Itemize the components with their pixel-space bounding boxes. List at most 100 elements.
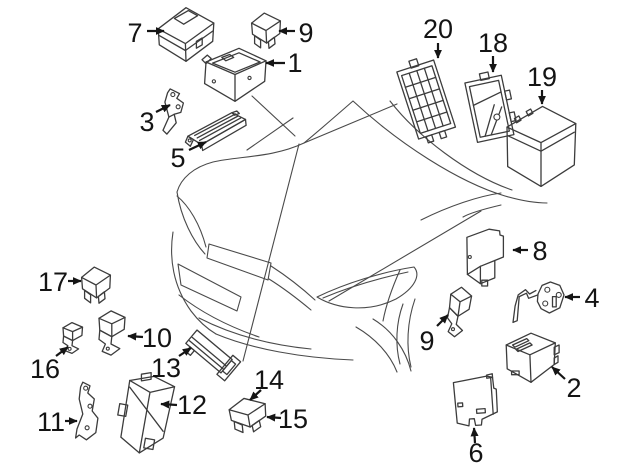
part-number-label-5[interactable]: 5 — [170, 143, 185, 173]
callout-5-4[interactable]: 5 — [170, 141, 207, 173]
part-number-label-17[interactable]: 17 — [38, 267, 68, 297]
part-20-icon[interactable] — [395, 54, 458, 145]
part-16-icon[interactable] — [62, 321, 84, 355]
headlamp-right — [316, 266, 418, 309]
part-10-icon[interactable] — [98, 310, 126, 356]
callout-17-13[interactable]: 17 — [38, 267, 82, 297]
part-17-icon[interactable] — [80, 266, 112, 304]
part-18-icon[interactable] — [464, 68, 519, 143]
callout-2-11[interactable]: 2 — [551, 366, 582, 403]
part-2-icon[interactable] — [505, 332, 560, 383]
callout-15-20[interactable]: 15 — [266, 404, 308, 434]
part-19-outline — [506, 122, 577, 188]
callout-18-6[interactable]: 18 — [478, 28, 508, 73]
part-12-icon[interactable] — [112, 368, 176, 457]
part-number-label-7[interactable]: 7 — [127, 18, 142, 48]
callout-9-10[interactable]: 9 — [419, 314, 449, 356]
part-5-icon[interactable] — [184, 110, 247, 152]
part-20-outline — [408, 72, 429, 132]
callout-12-18[interactable]: 12 — [160, 390, 207, 420]
part-number-label-11[interactable]: 11 — [37, 407, 65, 437]
part-16-outline — [62, 335, 80, 355]
part-7-outline — [158, 30, 214, 52]
part-10-outline — [98, 329, 121, 356]
part-7-outline — [157, 22, 215, 62]
wheel-arch-lower-a — [355, 326, 398, 373]
part-number-label-2[interactable]: 2 — [566, 373, 581, 403]
part-20-outline — [438, 129, 448, 140]
callout-20-5[interactable]: 20 — [423, 14, 453, 59]
part-3-icon[interactable] — [162, 88, 185, 135]
part-20-outline — [425, 134, 435, 144]
part-7-outline — [195, 37, 203, 49]
callout-16-14[interactable]: 16 — [30, 346, 69, 384]
part-number-label-8[interactable]: 8 — [532, 236, 547, 266]
part-number-label-12[interactable]: 12 — [177, 390, 207, 420]
part-19-icon[interactable] — [506, 105, 577, 188]
part-20-outline — [400, 65, 452, 134]
part-number-label-13[interactable]: 13 — [151, 353, 181, 383]
part-18-hole — [493, 113, 501, 121]
callout-arrow-16 — [55, 346, 69, 357]
callout-13-16[interactable]: 13 — [151, 347, 192, 383]
part-14-15-icon[interactable] — [228, 396, 268, 434]
part-number-label-3[interactable]: 3 — [139, 107, 154, 137]
part-20-outline — [404, 76, 437, 88]
hood-left-edge — [176, 142, 305, 193]
callout-10-15[interactable]: 10 — [127, 323, 172, 353]
cowl-windshield-line — [303, 100, 548, 204]
part-12-outline — [120, 375, 176, 454]
part-4-hole — [542, 300, 549, 307]
callout-1-2[interactable]: 1 — [265, 48, 303, 78]
part-1-outline — [211, 52, 261, 73]
part-11-icon[interactable] — [74, 381, 99, 441]
part-1-outline — [205, 60, 267, 102]
part-6-icon[interactable] — [452, 373, 499, 427]
wheel-arch-lower-b — [372, 318, 412, 372]
part-1-outline — [203, 47, 267, 102]
callout-arrow-3 — [155, 104, 171, 113]
part-number-label-10[interactable]: 10 — [142, 323, 172, 353]
callout-8-8[interactable]: 8 — [512, 236, 548, 266]
part-number-label-6[interactable]: 6 — [468, 438, 483, 468]
callout-6-12[interactable]: 6 — [468, 427, 484, 468]
part-20-outline — [416, 70, 437, 130]
part-7-icon[interactable] — [157, 7, 215, 62]
part-number-label-18[interactable]: 18 — [478, 28, 508, 58]
part-5-hole — [187, 138, 192, 143]
callout-7-0[interactable]: 7 — [127, 18, 165, 48]
part-16-outline — [62, 326, 84, 342]
lower-intake — [177, 263, 242, 312]
part-number-label-16[interactable]: 16 — [30, 354, 60, 384]
part-number-label-15[interactable]: 15 — [278, 404, 308, 434]
part-13-icon[interactable] — [182, 327, 242, 382]
part-8-icon[interactable] — [466, 228, 505, 287]
callout-9-1[interactable]: 9 — [278, 18, 314, 48]
part-20-outline — [415, 111, 448, 123]
part-number-label-20[interactable]: 20 — [423, 14, 453, 44]
part-number-label-9[interactable]: 9 — [298, 18, 313, 48]
part-10-outline — [98, 316, 126, 338]
callout-11-17[interactable]: 11 — [37, 407, 78, 437]
part-number-label-4[interactable]: 4 — [584, 283, 599, 313]
part-number-label-14[interactable]: 14 — [254, 365, 284, 395]
part-12-outline — [129, 379, 176, 454]
part-number-label-1[interactable]: 1 — [287, 48, 302, 78]
part-14-15-outline — [233, 420, 244, 434]
part-9-icon[interactable] — [250, 12, 282, 49]
part-4-outline — [512, 289, 539, 324]
part-18-outline — [478, 71, 490, 82]
part-1-outline — [201, 54, 212, 65]
part-4-icon[interactable] — [512, 281, 565, 324]
part-1-icon[interactable] — [201, 47, 267, 102]
callout-3-3[interactable]: 3 — [139, 104, 171, 137]
part-9b-icon[interactable] — [445, 286, 473, 338]
callout-14-19[interactable]: 14 — [249, 365, 284, 401]
part-number-label-19[interactable]: 19 — [527, 62, 557, 92]
leader-lines — [242, 95, 482, 362]
callout-19-7[interactable]: 19 — [527, 62, 557, 105]
callout-4-9[interactable]: 4 — [564, 283, 600, 313]
part-number-label-9[interactable]: 9 — [419, 326, 434, 356]
part-8-outline — [481, 279, 489, 287]
